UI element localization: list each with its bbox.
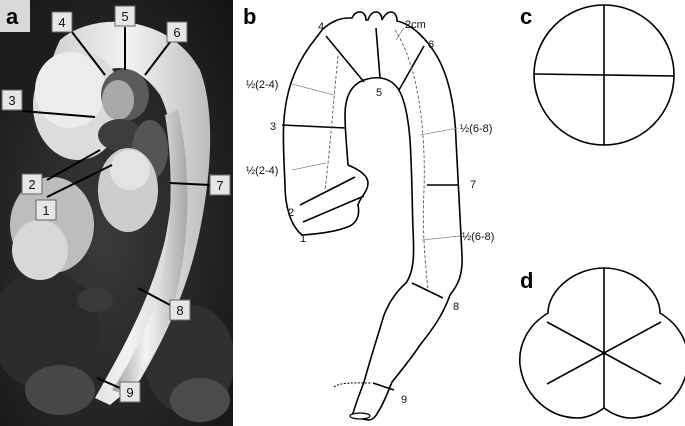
annotation-2cm: 2cm <box>405 19 426 31</box>
aorta-end-cap <box>349 412 371 420</box>
mri-pointer-2 <box>46 149 101 181</box>
mri-label-9: 9 <box>119 381 141 403</box>
mri-label-5-text: 5 <box>121 9 128 24</box>
panel-c-bicuspid-quadrants: c <box>520 4 675 146</box>
mri-pointer-9 <box>96 377 121 389</box>
segment-line-8 <box>411 282 444 299</box>
aorta-centerlines <box>324 29 429 291</box>
mri-pointer-3 <box>21 110 96 118</box>
schem-label-7: 7 <box>470 179 476 191</box>
panel-d-dividers <box>546 268 662 408</box>
panel-c-letter: c <box>520 4 532 29</box>
mri-pointer-6 <box>144 41 171 76</box>
mri-tissue <box>25 365 95 415</box>
mri-heart-chamber <box>12 220 68 280</box>
schem-label-1: 1 <box>300 233 306 245</box>
mri-pointer-lines <box>21 27 211 389</box>
mri-label-4: 4 <box>51 11 73 33</box>
segment-line-3 <box>281 124 347 129</box>
segment-line-2 <box>302 195 365 223</box>
mri-label-boxes: 1 2 3 4 5 6 7 <box>1 5 231 403</box>
leader-half-6-8-upper <box>419 127 459 136</box>
mri-tissue-shadow <box>0 270 100 390</box>
mri-label-6-text: 6 <box>173 25 180 40</box>
mri-tissue <box>77 288 113 312</box>
panel-a-mri: 1 2 3 4 5 6 7 <box>0 0 233 426</box>
mri-label-6: 6 <box>166 21 188 43</box>
mri-tissue <box>170 378 230 422</box>
annotation-leaders <box>291 27 461 241</box>
centerline-ascending <box>324 55 339 191</box>
schem-label-4: 4 <box>318 21 324 33</box>
mri-label-7: 7 <box>209 174 231 196</box>
leader-half-2-4-lower <box>291 162 327 171</box>
mri-root-dark <box>98 119 142 151</box>
mri-label-3: 3 <box>1 89 23 111</box>
segment-line-9 <box>372 382 395 391</box>
schem-label-6: 6 <box>428 39 434 51</box>
mri-ventricle <box>110 150 150 190</box>
mri-label-9-text: 9 <box>126 385 133 400</box>
mri-label-8-text: 8 <box>176 303 183 318</box>
mri-label-4-text: 4 <box>58 15 65 30</box>
annotation-half-2-4-upper: ½(2-4) <box>246 79 278 91</box>
panel-b-schematic: b <box>243 4 494 421</box>
panel-d-divider-diag-2 <box>546 321 662 385</box>
mri-pointer-8 <box>137 287 171 306</box>
aorta-outline <box>282 11 463 421</box>
panel-c-horizontal-divider <box>533 73 675 77</box>
mri-label-2-text: 2 <box>28 177 35 192</box>
annotation-half-2-4-lower: ½(2-4) <box>246 165 278 177</box>
segment-line-1 <box>299 176 356 206</box>
mri-label-1-text: 1 <box>42 203 49 218</box>
panel-d-tricuspid-sextants: d <box>518 267 685 419</box>
mri-root <box>102 80 134 120</box>
mri-pointer-1 <box>46 164 113 198</box>
leader-half-2-4-upper <box>291 83 335 96</box>
branch-dotted <box>333 382 373 388</box>
schem-label-9: 9 <box>401 394 407 406</box>
leader-2cm <box>395 27 405 41</box>
mri-label-3-text: 3 <box>8 93 15 108</box>
schem-label-5: 5 <box>376 87 382 99</box>
panel-a-letter-box <box>0 0 30 32</box>
segment-line-5 <box>375 27 381 79</box>
mri-label-2: 2 <box>21 173 43 195</box>
mri-pointer-4 <box>71 31 106 76</box>
leader-half-6-8-lower <box>421 235 461 241</box>
panel-a-letter: a <box>6 4 19 29</box>
segment-line-4 <box>325 35 365 83</box>
panel-b-letter: b <box>243 4 256 29</box>
mri-label-8: 8 <box>169 299 191 321</box>
mri-pointer-7 <box>169 182 211 186</box>
mri-label-1: 1 <box>35 199 57 221</box>
schem-label-2: 2 <box>288 207 294 219</box>
annotation-half-6-8-upper: ½(6-8) <box>460 123 492 135</box>
mri-label-5: 5 <box>114 5 136 27</box>
schem-label-3: 3 <box>270 121 276 133</box>
mri-label-7-text: 7 <box>216 178 223 193</box>
mri-ascending-aorta <box>35 52 105 128</box>
annotation-half-6-8-lower: ½(6-8) <box>462 231 494 243</box>
schem-label-8: 8 <box>453 301 459 313</box>
mri-descending-aorta <box>112 110 188 395</box>
panel-d-trefoil <box>518 267 685 419</box>
panel-d-letter: d <box>520 268 533 293</box>
